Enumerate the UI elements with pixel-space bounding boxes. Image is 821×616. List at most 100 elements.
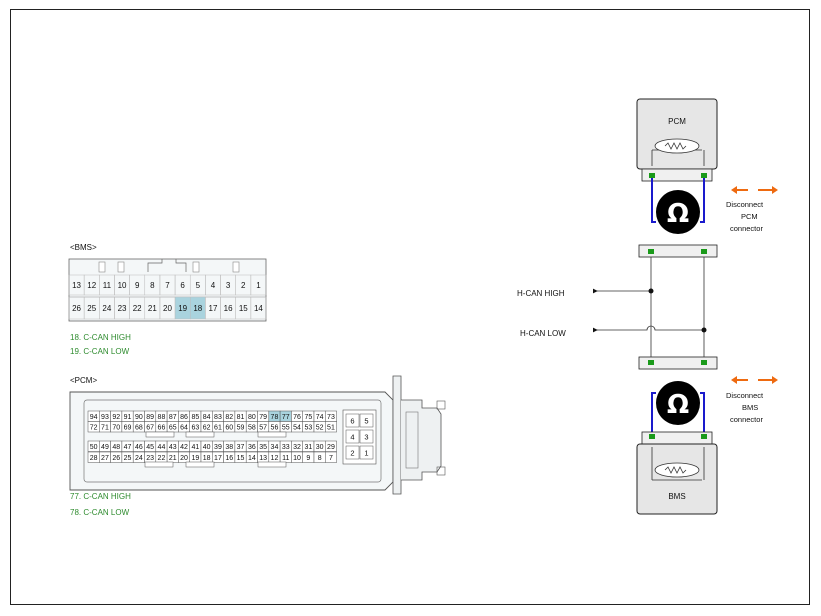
bms-pin-cell: [250, 296, 267, 320]
pcm-pin-number: 47: [124, 444, 132, 451]
pcm-pin-number: 8: [318, 455, 322, 462]
pcm-pin-number: 61: [214, 425, 222, 432]
pcm-pin-number: 82: [225, 414, 233, 421]
pcm-pin-number: 59: [237, 425, 245, 432]
disconnect-pcm-line1: Disconnect: [726, 200, 764, 209]
pcm-pin-cell: [325, 440, 337, 452]
pcm-pin-number: 19: [191, 455, 199, 462]
pcm-pin-number: 32: [293, 444, 301, 451]
pcm-pin-number: 80: [248, 414, 256, 421]
pcm-pin-number: 91: [124, 414, 132, 421]
disconnect-bms-arrows: [731, 376, 778, 384]
bms-module: BMS: [636, 431, 718, 515]
pcm-side-pin-number: 2: [350, 449, 354, 458]
pcm-side-pin-number: 3: [364, 433, 368, 442]
bms-pin-number: 20: [163, 304, 172, 313]
pcm-pin-number: 25: [124, 455, 132, 462]
pcm-pin-number: 9: [306, 455, 310, 462]
pcm-pin-number: 29: [327, 444, 335, 451]
pcm-side-pin-cell: [345, 429, 360, 444]
pcm-pin-number: 92: [112, 414, 120, 421]
pcm-pin-number: 31: [304, 444, 312, 451]
pcm-pin-number: 33: [282, 444, 290, 451]
pcm-pin-number: 66: [158, 425, 166, 432]
bms-pin-number: 4: [211, 281, 216, 290]
bms-pin-number: 13: [72, 281, 81, 290]
pcm-pin-number: 40: [203, 444, 211, 451]
line-label-high: H-CAN HIGH: [517, 289, 565, 298]
pcm-pin-number: 20: [180, 455, 188, 462]
bms-connector-title: <BMS>: [70, 243, 97, 252]
bms-pin-number: 5: [196, 281, 201, 290]
bms-pin-right: [701, 434, 707, 439]
bms-pin-number: 17: [209, 304, 218, 313]
bms-pin-number: 26: [72, 304, 81, 313]
pcm-pin-number: 93: [101, 414, 109, 421]
pcm-pin-right: [701, 173, 707, 178]
pcm-pin-number: 16: [225, 455, 233, 462]
pcm-pin-number: 37: [237, 444, 245, 451]
pcm-pin-number: 78: [271, 414, 279, 421]
pcm-pin-number: 57: [259, 425, 267, 432]
pcm-pin-number: 52: [316, 425, 324, 432]
pcm-pin-number: 87: [169, 414, 177, 421]
pcm-pin-number: 21: [169, 455, 177, 462]
pcm-side-pin-cell: [359, 445, 374, 460]
ohmmeter-top: Ω: [651, 178, 705, 234]
pcm-pin-number: 74: [316, 414, 324, 421]
pcm-pin-number: 26: [112, 455, 120, 462]
pcm-pin-number: 73: [327, 414, 335, 421]
harness-section: [593, 244, 718, 370]
bms-pin-number: 3: [226, 281, 231, 290]
ohmmeter-bottom: Ω: [651, 381, 705, 437]
pcm-pin-number: 24: [135, 455, 143, 462]
pcm-pin-number: 49: [101, 444, 109, 451]
bms-pin-number: 14: [254, 304, 263, 313]
pcm-pin-number: 58: [248, 425, 256, 432]
pcm-pin-number: 75: [304, 414, 312, 421]
bms-pin-number: 25: [87, 304, 96, 313]
bms-pin-number: 2: [241, 281, 246, 290]
pcm-pin-number: 79: [259, 414, 267, 421]
pcm-side-pin-cell: [345, 445, 360, 460]
bms-note-high: 18. C-CAN HIGH: [70, 333, 131, 342]
pcm-label: PCM: [668, 117, 686, 126]
pcm-pin-number: 30: [316, 444, 324, 451]
pcm-pin-number: 86: [180, 414, 188, 421]
bms-pin-number: 8: [150, 281, 155, 290]
pcm-side-pin-number: 4: [350, 433, 354, 442]
disconnect-bms-line2: BMS: [742, 403, 758, 412]
pcm-pin-number: 23: [146, 455, 154, 462]
pcm-pin-number: 71: [101, 425, 109, 432]
pcm-side-pin-number: 5: [364, 417, 368, 426]
pcm-pin-number: 81: [237, 414, 245, 421]
disconnect-pcm-arrows: [731, 186, 778, 194]
pcm-pin-number: 53: [304, 425, 312, 432]
pcm-pin-number: 35: [259, 444, 267, 451]
bms-pin-number: 15: [239, 304, 248, 313]
pcm-pin-number: 41: [191, 444, 199, 451]
pcm-pin-number: 46: [135, 444, 143, 451]
disconnect-pcm-line3: connector: [730, 224, 763, 233]
pcm-pin-number: 67: [146, 425, 154, 432]
pcm-pin-number: 12: [271, 455, 279, 462]
pcm-pin-number: 11: [282, 455, 289, 462]
pcm-pin-number: 48: [112, 444, 120, 451]
pcm-pin-number: 13: [259, 455, 267, 462]
pcm-pin-number: 76: [293, 414, 301, 421]
pcm-pin-number: 34: [271, 444, 279, 451]
pcm-pin-number: 88: [158, 414, 166, 421]
disconnect-bms-line3: connector: [730, 415, 763, 424]
pcm-note-high: 77. C-CAN HIGH: [70, 492, 131, 501]
pcm-pin-number: 22: [158, 455, 166, 462]
pcm-connector-title: <PCM>: [70, 376, 98, 385]
pcm-pin-number: 83: [214, 414, 222, 421]
bms-pin-left: [649, 434, 655, 439]
pcm-pin-cell: [325, 421, 337, 433]
bms-pin-number: 18: [193, 304, 202, 313]
bms-pin-number: 19: [178, 304, 187, 313]
disconnect-pcm-line2: PCM: [741, 212, 758, 221]
